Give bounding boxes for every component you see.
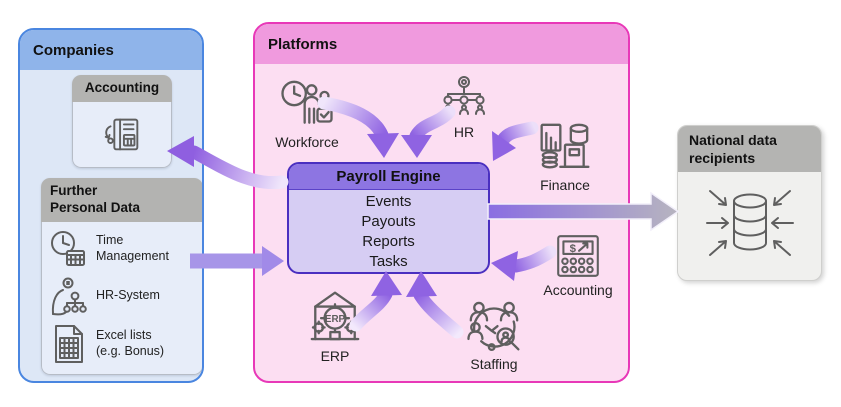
list-item-excel-lists: Excel lists (e.g. Bonus) <box>46 320 198 368</box>
companies-accounting-box: Accounting <box>72 75 172 168</box>
spreadsheet-icon <box>48 322 88 366</box>
person-gear-orgchart-icon <box>48 274 88 318</box>
node-label: Staffing <box>470 356 518 372</box>
node-label: Workforce <box>275 134 339 150</box>
companies-accounting-title: Accounting <box>72 75 172 102</box>
node-label: Finance <box>540 177 590 193</box>
engine-item-reports: Reports <box>362 233 415 250</box>
further-personal-data-body: Time Management <box>41 221 202 375</box>
node-hr: HR <box>428 74 500 140</box>
icon-erp-glyph: ERP <box>325 314 346 325</box>
engine-item-payouts: Payouts <box>361 213 416 230</box>
node-staffing: Staffing <box>448 296 540 372</box>
database-inbound-arrows-icon <box>705 190 794 257</box>
companies-panel-title: Companies <box>20 30 202 70</box>
node-label: HR <box>453 124 475 140</box>
list-item-hr-system: HR-System <box>46 272 198 320</box>
ledger-calculator-icon <box>104 119 139 151</box>
node-label: Accounting <box>543 282 613 298</box>
companies-panel: Companies Accounting <box>18 28 204 383</box>
national-data-recipients-title: National data recipients <box>678 126 821 173</box>
people-handshake-search-icon <box>467 301 520 351</box>
platforms-panel-title: Platforms <box>255 24 628 64</box>
node-workforce: Workforce <box>263 76 351 150</box>
engine-item-tasks: Tasks <box>369 253 408 270</box>
payroll-engine-title: Payroll Engine <box>289 164 488 190</box>
list-item-label: HR-System <box>96 287 160 302</box>
companies-accounting-body <box>72 101 172 168</box>
payroll-engine-body: Events Payouts Reports Tasks <box>289 190 488 272</box>
coins-chart-icon <box>540 123 590 169</box>
calculator-dollar-icon: $ <box>557 235 599 277</box>
list-item-time-management: Time Management <box>46 226 198 272</box>
clock-people-icon <box>281 80 333 124</box>
further-personal-data-box: Further Personal Data <box>41 178 202 375</box>
list-item-label: Excel lists (e.g. Bonus) <box>96 328 165 358</box>
node-erp: ERP ERP <box>299 288 371 364</box>
erp-building-gears-icon: ERP <box>310 291 360 341</box>
node-label: ERP <box>320 348 350 364</box>
platforms-panel: Platforms Workforce <box>253 22 630 383</box>
payroll-engine-box: Payroll Engine Events Payouts Reports Ta… <box>287 162 490 274</box>
node-finance: Finance <box>527 119 603 193</box>
engine-item-events: Events <box>365 193 412 210</box>
icon-dollar-glyph: $ <box>570 243 577 255</box>
national-data-recipients-panel: National data recipients <box>677 125 822 281</box>
further-personal-data-title: Further Personal Data <box>41 178 202 222</box>
node-accounting: $ Accounting <box>538 232 618 298</box>
list-item-label: Time Management <box>96 233 169 263</box>
org-chart-icon <box>443 76 485 115</box>
clock-calendar-icon <box>48 228 88 270</box>
national-data-recipients-body <box>678 172 821 276</box>
